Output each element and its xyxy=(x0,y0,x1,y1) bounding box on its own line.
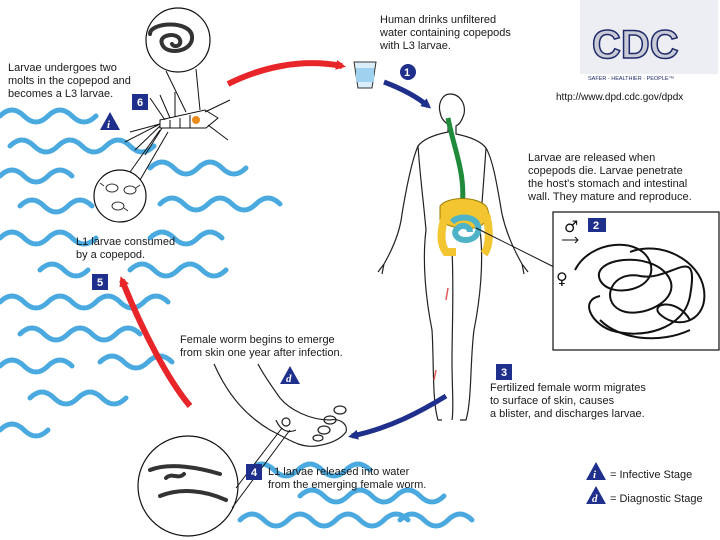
arrow-1-to-2 xyxy=(383,79,432,109)
l1-larvae-in-water-magnified xyxy=(137,427,291,537)
adult-worms-panel: ♂ ♀ xyxy=(552,211,720,351)
arrow-6-to-1 xyxy=(226,59,346,87)
cdc-logo-letters: CDC xyxy=(592,23,679,67)
human-body xyxy=(377,93,529,421)
step-5-text: L1 larvae consumed by a copepod. xyxy=(76,236,176,261)
infective-stage-marker: i xyxy=(100,112,120,131)
step-badge-2: 2 xyxy=(588,218,606,232)
step-3-text: Fertilized female worm migrates to surfa… xyxy=(490,382,646,420)
legend-infective-label: = Infective Stage xyxy=(610,469,692,481)
cdc-logo-tagline: SAFER · HEALTHIER · PEOPLE™ xyxy=(588,76,674,82)
cdc-logo: CDC SAFER · HEALTHIER · PEOPLE™ xyxy=(580,0,718,82)
step-4-text: L1 larvae released into water from the e… xyxy=(268,466,427,491)
l3-larva-magnified xyxy=(145,7,211,113)
cycle-arrows xyxy=(119,59,448,440)
step-2-text: Larvae are released when copepods die. L… xyxy=(528,152,692,203)
worms-pointer-line xyxy=(475,227,557,269)
legend-diagnostic-marker: d xyxy=(586,486,606,505)
digestive-tract xyxy=(437,117,493,257)
step-badge-1: 1 xyxy=(400,64,416,80)
svg-text:d: d xyxy=(592,493,598,505)
svg-text:1: 1 xyxy=(404,67,410,79)
legend-infective-marker: i xyxy=(586,462,606,481)
female-symbol: ♀ xyxy=(556,269,568,288)
copepod xyxy=(124,92,231,156)
step-6-text: Larvae undergoes two molts in the copepo… xyxy=(8,62,131,100)
svg-text:3: 3 xyxy=(501,367,507,379)
arrow-4-to-5 xyxy=(119,276,193,408)
svg-text:4: 4 xyxy=(251,467,258,479)
source-url: http://www.dpd.cdc.gov/dpdx xyxy=(556,92,684,103)
water-glass xyxy=(353,61,377,89)
step-1-text: Human drinks unfiltered water containing… xyxy=(380,14,511,52)
svg-text:2: 2 xyxy=(593,220,599,232)
l1-larvae-in-copepod-magnified xyxy=(93,129,169,223)
diagnostic-stage-marker: d xyxy=(280,366,300,385)
step-badge-6: 6 xyxy=(132,94,148,110)
small-intestine xyxy=(449,214,482,244)
emergence-note: Female worm begins to emerge from skin o… xyxy=(180,334,343,359)
svg-text:i: i xyxy=(107,119,111,131)
male-symbol: ♂ xyxy=(564,217,578,236)
step-badge-3: 3 xyxy=(496,364,512,380)
arrow-3-to-4 xyxy=(348,393,448,440)
large-intestine xyxy=(437,212,493,257)
skin-lesions xyxy=(433,287,449,381)
foot xyxy=(213,363,347,447)
legend: i = Infective Stage d = Diagnostic Stage xyxy=(586,462,703,505)
svg-text:5: 5 xyxy=(97,277,103,289)
water-waves-lower xyxy=(237,461,475,529)
legend-diagnostic-label: = Diagnostic Stage xyxy=(610,493,703,505)
svg-text:6: 6 xyxy=(137,97,143,109)
human-body-head xyxy=(383,93,451,265)
water-waves-upper xyxy=(0,107,283,439)
svg-text:d: d xyxy=(286,373,292,385)
step-badge-4: 4 xyxy=(246,464,262,480)
svg-text:i: i xyxy=(593,469,597,481)
step-badge-5: 5 xyxy=(92,274,108,290)
